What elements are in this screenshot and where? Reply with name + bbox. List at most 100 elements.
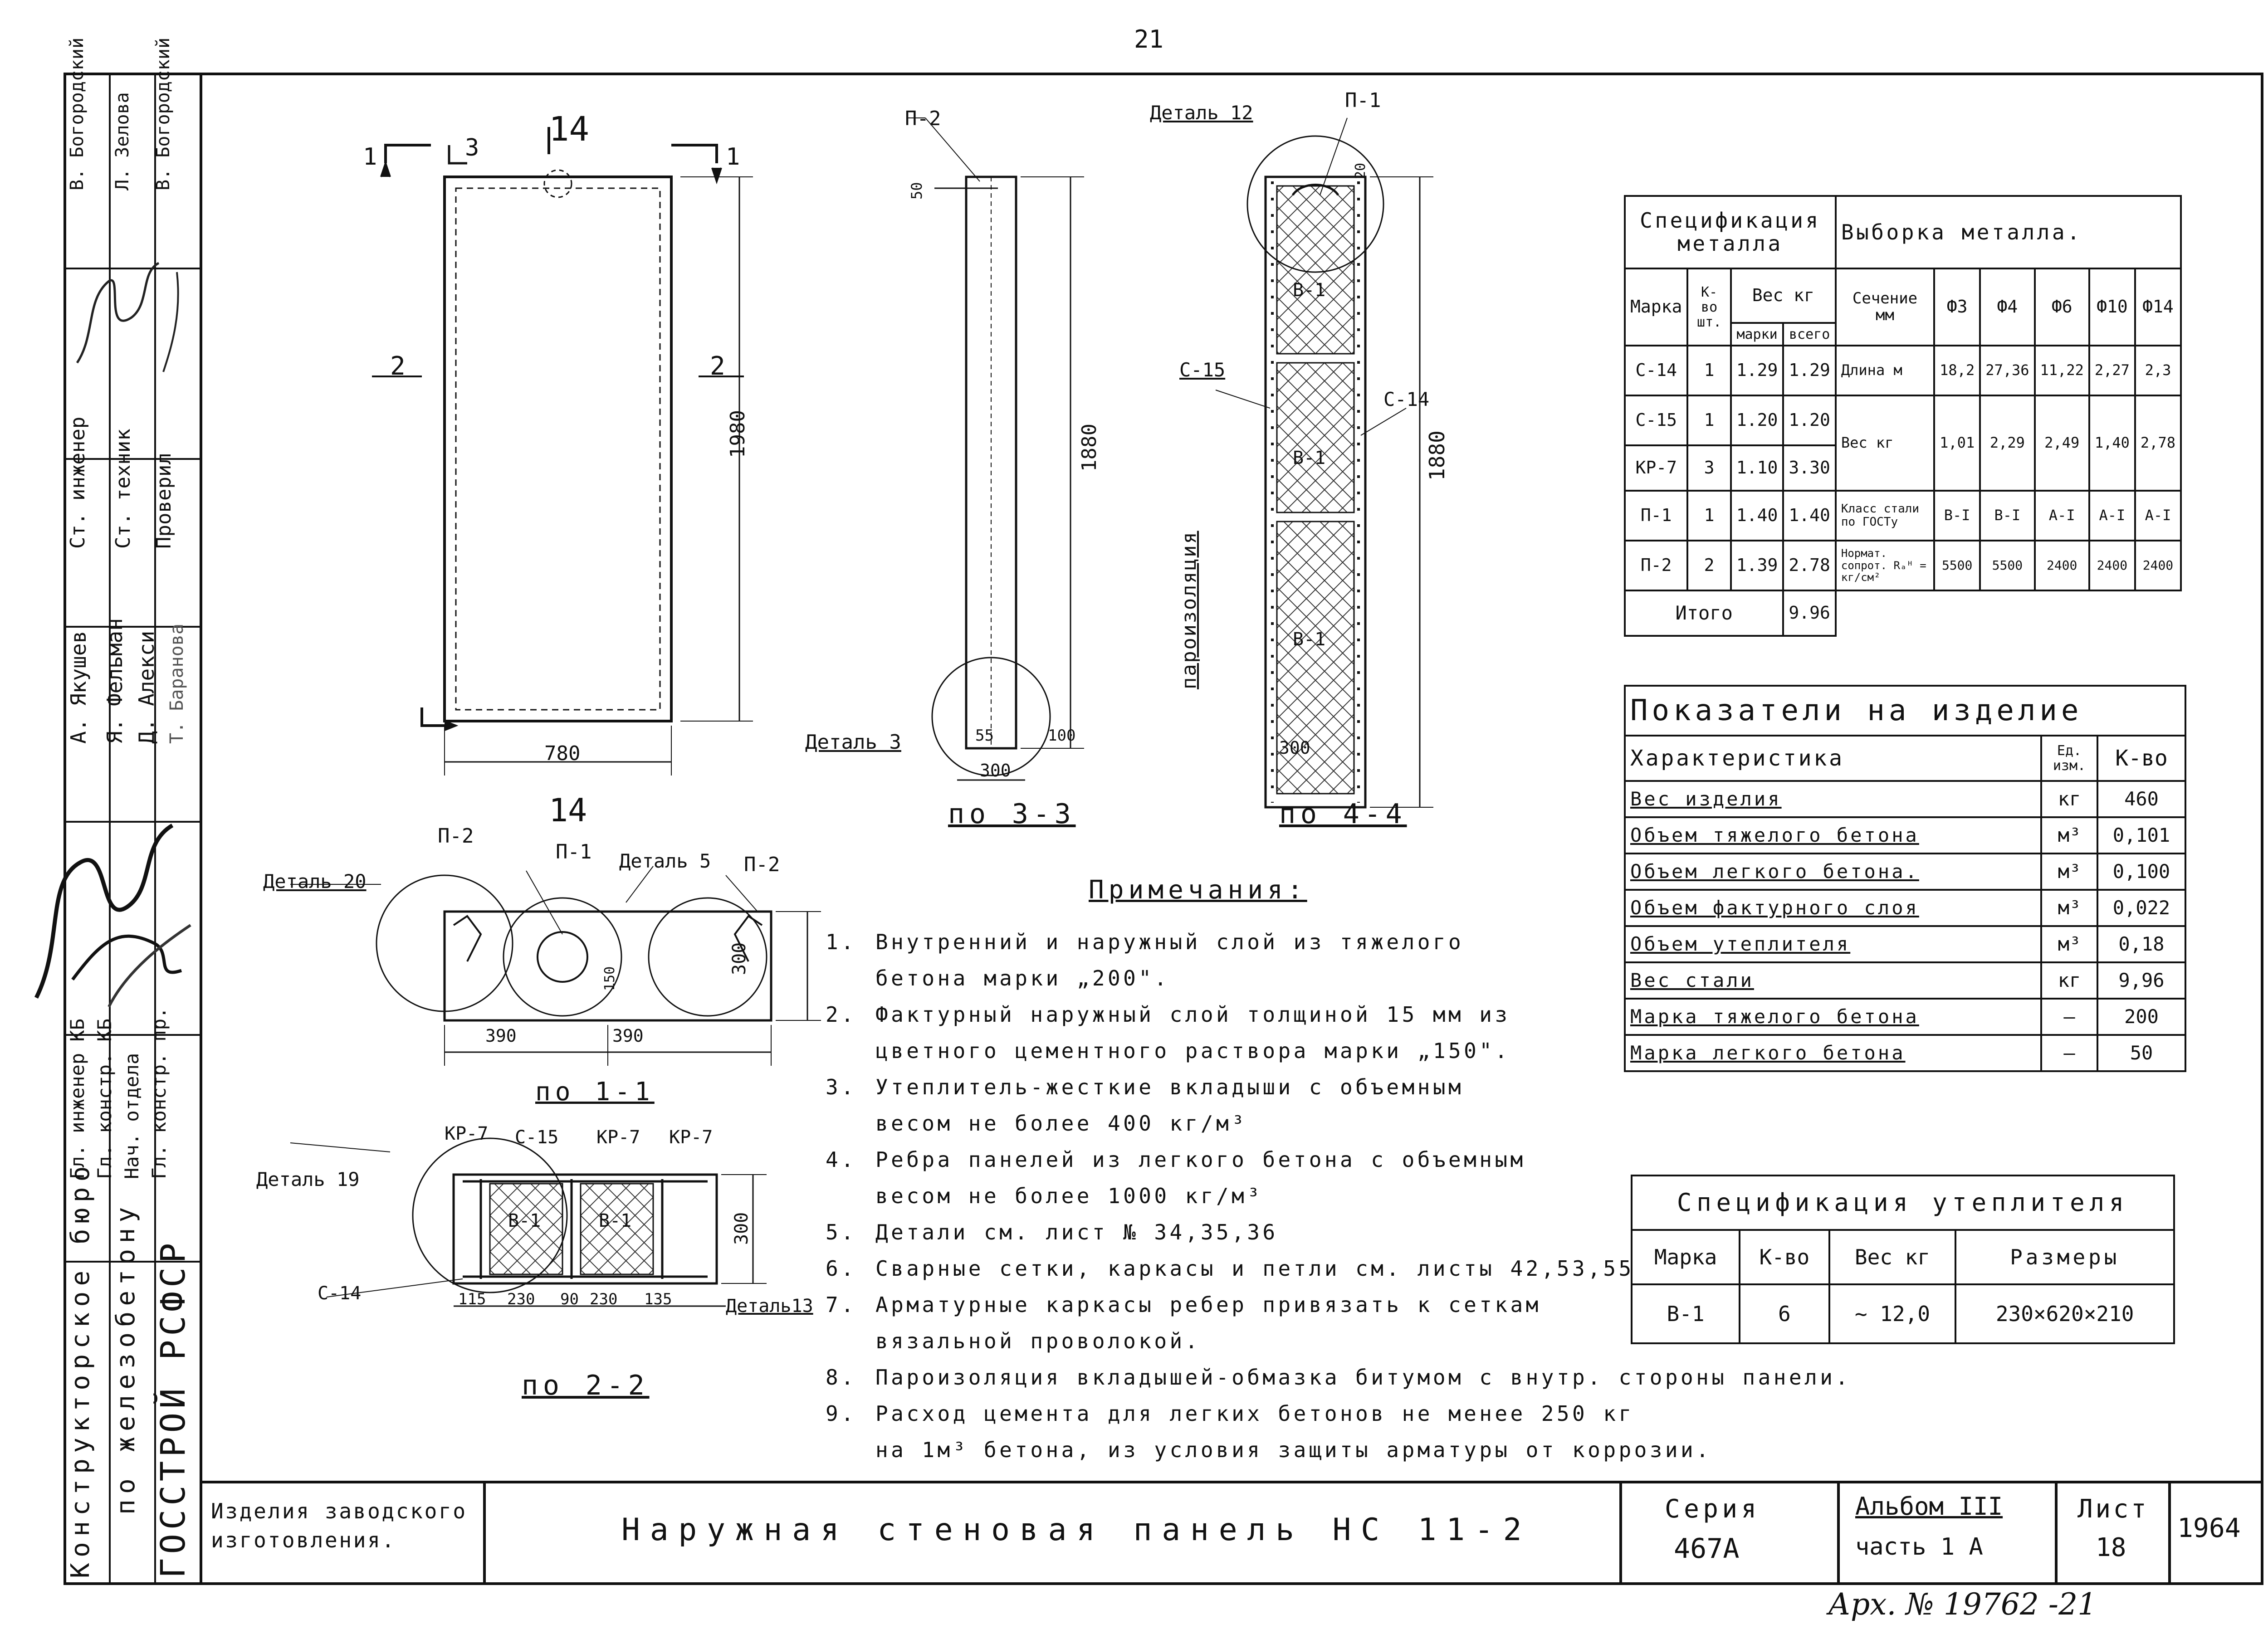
indicator-unit: м³ [2040, 853, 2098, 891]
sel-row4-v5: 2400 [2134, 540, 2182, 591]
indicator-unit: — [2040, 998, 2098, 1036]
s22-detail19: Деталь 19 [256, 1168, 360, 1190]
s22-dim-5: 135 [644, 1290, 672, 1308]
note-text: Утеплитель-жесткие вкладыши с объемным [875, 1075, 1464, 1099]
elevation-view [372, 127, 753, 776]
row3-kvo: 3 [1686, 444, 1732, 492]
col-characteristic: Характеристика [1624, 735, 2042, 782]
s22-c15: С-15 [515, 1127, 559, 1148]
indicators-table: Показатели на изделие Характеристика Ед.… [1624, 685, 2186, 1072]
note-text: бетона марки „200". [875, 966, 1170, 990]
s11-detail20: Деталь 20 [263, 870, 367, 893]
indicator-name: Объем легкого бетона. [1624, 853, 2042, 891]
s33-title: по 3-3 [948, 798, 1076, 830]
stamp-name2-1: В. Богородский [67, 37, 88, 190]
s11-top-label: 14 [549, 792, 587, 829]
ins-marka: В-1 [1630, 1283, 1741, 1344]
note-line: весом не более 1000 кг/м³ [826, 1184, 1869, 1220]
note-text: Детали см. лист № 34,35,36 [875, 1220, 1278, 1244]
sel-row1-v2: 27,36 [1979, 345, 2036, 396]
note-text: цветного цементного раствора марки „150"… [875, 1039, 1510, 1063]
note-number: 1. [826, 930, 857, 954]
sel-row1-v3: 11,22 [2033, 345, 2090, 396]
insulation-spec-table: Спецификация утеплителя Марка К-во Вес к… [1630, 1175, 2175, 1344]
note-text: Внутренний и наружный слой из тяжелого [875, 930, 1464, 954]
s33-width-dim: 300 [980, 761, 1011, 780]
row5-marki: 1.39 [1730, 540, 1784, 591]
note-number: 4. [826, 1147, 857, 1172]
sel-row2-v4: 1,40 [2088, 395, 2136, 492]
s22-title: по 2-2 [522, 1370, 650, 1401]
row5-kvo: 2 [1686, 540, 1732, 591]
s22-kp7-b: КР-7 [596, 1127, 640, 1148]
ins-col-kvo: К-во [1739, 1229, 1830, 1285]
s33-height-dim: 1880 [1078, 424, 1101, 472]
indicator-qty: 9,96 [2097, 961, 2186, 1000]
album-label: Альбом III [1855, 1492, 2003, 1521]
section-2-2 [290, 1137, 767, 1307]
row2-marka: С-15 [1623, 395, 1689, 446]
page-number: 21 [1134, 25, 1164, 54]
stamp-org-line-3: ГОССТРОЙ РСФСР [154, 1239, 193, 1578]
ins-kvo: 6 [1739, 1283, 1830, 1344]
stamp-role-3: Нач. отдела [121, 1053, 143, 1179]
indicator-unit: кг [2040, 961, 2098, 1000]
s44-detail12: Деталь 12 [1150, 102, 1253, 124]
indicator-qty: 50 [2097, 1034, 2186, 1072]
s22-insert-1: В-1 [508, 1210, 541, 1231]
sel-row2-label: Вес кг [1834, 395, 1936, 492]
series-label: Серия [1665, 1494, 1760, 1524]
dia-3: Ф6 [2033, 268, 2090, 346]
sel-row4-label: Нормат. сопрот. Rₐᴴ = кг/см² [1834, 540, 1936, 591]
note-line: весом не более 400 кг/м³ [826, 1111, 1869, 1147]
s11-detail5: Деталь 5 [619, 850, 711, 872]
sheet-frame [64, 73, 2263, 1585]
sel-row2-v2: 2,29 [1979, 395, 2036, 492]
ins-col-ves: Вес кг [1828, 1229, 1957, 1285]
stamp-name-4: Т. Баранова [166, 624, 187, 744]
s22-kp7-a: КР-7 [445, 1123, 489, 1144]
note-line: на 1м³ бетона, из условия защиты арматур… [826, 1438, 1869, 1474]
row1-marki: 1.29 [1730, 345, 1784, 396]
col-ves-vsego: всего [1782, 322, 1837, 346]
sel-row4-v4: 2400 [2088, 540, 2136, 591]
stamp-name-1: А. Якушев [66, 630, 91, 744]
sel-row1-v5: 2,3 [2134, 345, 2182, 396]
note-line: цветного цементного раствора марки „150"… [826, 1039, 1869, 1075]
signature-yakushev [34, 824, 191, 1008]
stamp-name2-3: В. Богородский [153, 37, 174, 190]
s44-label-c15: С-15 [1179, 359, 1226, 381]
dia-1: Ф3 [1933, 268, 1981, 346]
note-text: весом не более 1000 кг/м³ [875, 1184, 1263, 1208]
indicator-unit: м³ [2040, 889, 2098, 927]
sel-row2-v3: 2,49 [2033, 395, 2090, 492]
sel-row1-v1: 18,2 [1933, 345, 1981, 396]
note-text: Фактурный наружный слой толщиной 15 мм и… [875, 1002, 1510, 1027]
s44-height-dim: 1880 [1425, 430, 1449, 481]
stamp-name2-2: Л. Зелова [112, 92, 133, 190]
s22-dim-1: 115 [458, 1290, 486, 1308]
note-line: 6.Сварные сетки, каркасы и петли см. лис… [826, 1256, 1869, 1293]
note-text: вязальной проволокой. [875, 1329, 1201, 1353]
elevation-mark-2-right: 2 [710, 351, 725, 381]
elevation-mark-3: 3 [465, 134, 479, 161]
signature-bogorodsky [76, 262, 179, 372]
title-category: Изделия заводского изготовления. [211, 1499, 467, 1553]
stamp-name-2: Я. Фельман [103, 618, 127, 744]
note-number: 6. [826, 1256, 857, 1281]
row3-marki: 1.10 [1730, 444, 1784, 492]
s22-dim-3: 90 [560, 1290, 579, 1308]
note-number: 5. [826, 1220, 857, 1244]
stamp-divider [200, 73, 202, 1585]
metal-spec-title: Спецификация металла [1624, 195, 1837, 269]
row3-marka: КР-7 [1623, 444, 1689, 492]
note-text: Ребра панелей из легкого бетона с объемн… [875, 1147, 1526, 1172]
note-text: весом не более 400 кг/м³ [875, 1111, 1247, 1136]
album-part: часть 1 А [1855, 1533, 1983, 1561]
dia-2: Ф4 [1979, 268, 2036, 346]
row2-marki: 1.20 [1730, 395, 1784, 446]
sel-row1-v4: 2,27 [2088, 345, 2136, 396]
s11-p2-right: П-2 [744, 853, 780, 876]
elevation-section-right: 1 [726, 143, 740, 171]
